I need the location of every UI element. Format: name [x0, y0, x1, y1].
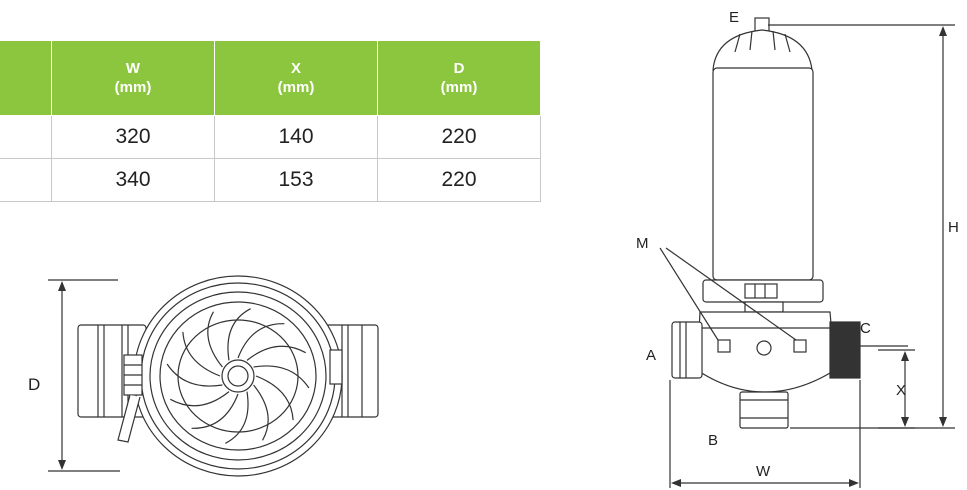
label-x: X [896, 382, 906, 399]
swirl-vane [170, 391, 230, 407]
table-header-x: X (mm) [214, 40, 378, 116]
swirl-vane [237, 323, 285, 359]
swirl-vane [166, 363, 223, 387]
table-header-row: W (mm) X (mm) D (mm) [0, 40, 541, 116]
swirl-vane [253, 365, 310, 389]
dimensions-table: W (mm) X (mm) D (mm) 320 140 220 340 153… [0, 40, 541, 202]
table-header-stub [0, 40, 52, 116]
header-key: W [125, 60, 141, 77]
swirl-vane [246, 345, 306, 361]
swirl-vane [182, 331, 221, 377]
label-h: H [948, 219, 959, 236]
table-cell: 340 [51, 158, 215, 202]
label-b: B [708, 432, 718, 449]
label-m: M [636, 235, 649, 252]
swirl-vane [225, 391, 249, 444]
header-key: D [453, 60, 465, 77]
table-cell-stub [0, 158, 52, 202]
swirl-vane [227, 308, 251, 361]
dimension-label-d: D [28, 375, 40, 394]
table-cell: 220 [377, 158, 541, 202]
swirl-vane [191, 393, 239, 429]
table-header-d: D (mm) [377, 40, 541, 116]
table-cell: 153 [214, 158, 378, 202]
label-e: E [729, 9, 739, 26]
table-cell-stub [0, 115, 52, 159]
header-unit: (mm) [440, 79, 478, 96]
table-row: 320 140 220 [0, 115, 541, 159]
swirl-vane [207, 311, 223, 368]
table-header-w: W (mm) [51, 40, 215, 116]
header-key: X [290, 60, 301, 77]
table-row: 340 153 220 [0, 158, 541, 202]
label-w: W [756, 463, 771, 480]
header-unit: (mm) [114, 79, 152, 96]
label-c: C [860, 320, 871, 337]
label-a: A [646, 347, 656, 364]
table-cell: 220 [377, 115, 541, 159]
header-unit: (mm) [277, 79, 315, 96]
swirl-vane [255, 375, 294, 421]
swirl-vane [253, 384, 269, 441]
